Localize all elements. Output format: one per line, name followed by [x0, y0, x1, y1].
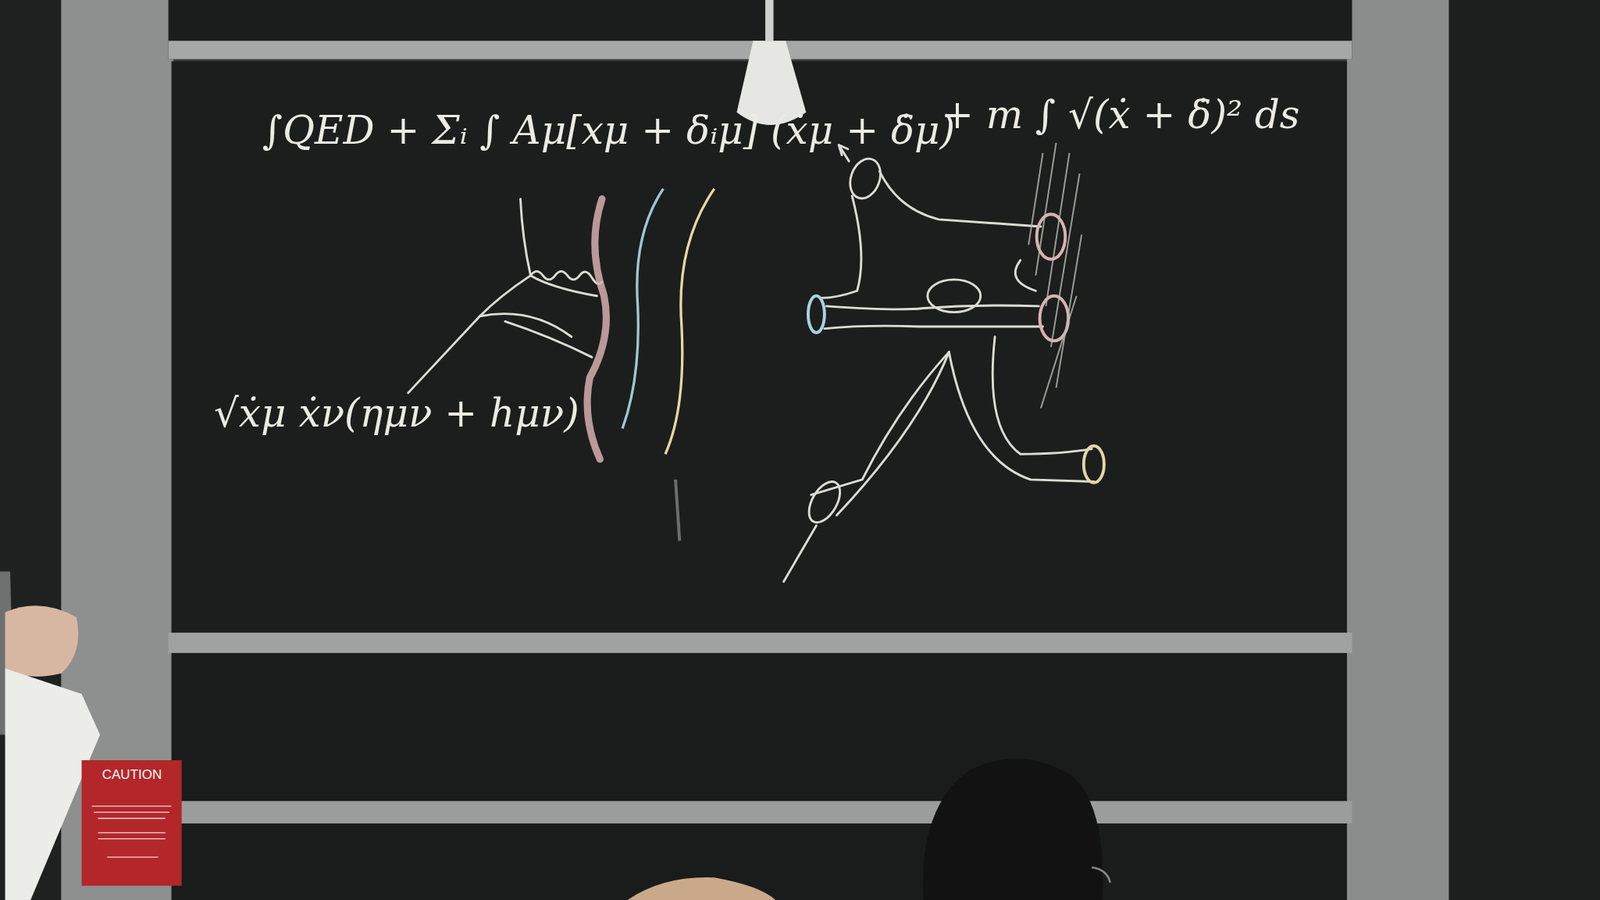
hatching — [1028, 142, 1082, 409]
string-worldsheet — [783, 144, 1094, 581]
chalk-tray — [168, 632, 1353, 653]
right-frame — [1346, 0, 1450, 900]
caution-title: CAUTION — [102, 766, 163, 783]
hand — [5, 605, 79, 677]
action-equation: ∫QED + Σᵢ ∫ Aμ[xμ + δᵢμ] (ẋμ + δ̇μ) — [262, 107, 956, 154]
yellow-curve — [665, 188, 715, 455]
glasses — [1091, 866, 1111, 883]
lower-board-2 — [171, 823, 1347, 900]
student-head — [922, 758, 1103, 900]
smudge — [675, 479, 680, 541]
mass-term-equation: + m ∫ √(ẋ + δ̇)² ds — [940, 92, 1301, 138]
blue-curve — [622, 188, 663, 429]
sign-fine-print — [92, 805, 172, 857]
caution-sign — [81, 759, 182, 886]
right-wall — [1449, 0, 1600, 900]
chalk-lines — [408, 199, 603, 393]
lower-board — [171, 652, 1347, 806]
metric-equation: √ẋμ ẋν(ημν + hμν) — [213, 390, 580, 436]
blue-loop — [808, 295, 825, 333]
student-head-2 — [627, 876, 776, 900]
lamp-stem — [765, 0, 774, 41]
blackboard — [171, 60, 1347, 635]
pink-brane — [587, 199, 606, 460]
yellow-loop — [1083, 445, 1105, 483]
lower-tray — [168, 800, 1353, 824]
